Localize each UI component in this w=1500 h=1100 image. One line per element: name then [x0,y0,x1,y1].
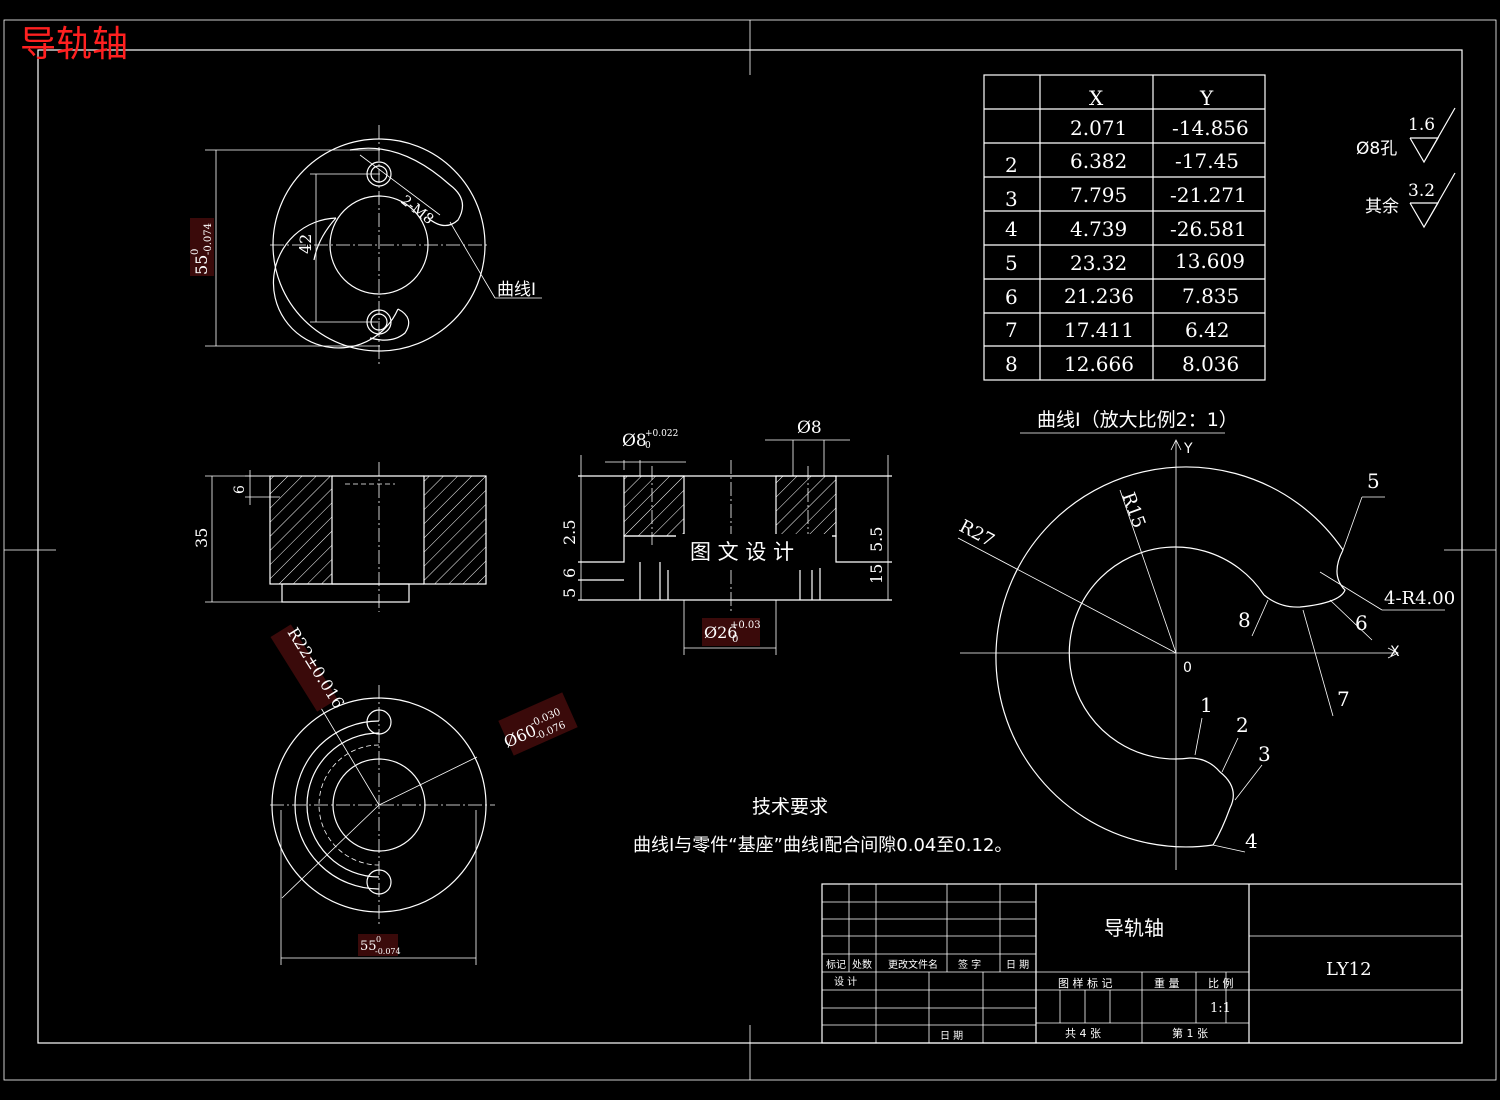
title-block: 标记 处数 更改文件名 签 字 日 期 设 计 日 期 导轨轴 LY12 图 样… [821,883,1463,1044]
table-row-5-y: 13.609 [1175,249,1245,273]
roughness-label-2: 其余 [1365,197,1399,217]
point-label-8: 8 [1238,608,1251,632]
inner-radius-label: R15 [1117,490,1149,531]
section-view-mid: Ø8 +0.022 0 Ø8 2.5 5 6 5.5 15 Ø26 +0.03 … [560,418,892,655]
mid-bore-dim: Ø26 [704,623,737,642]
table-row-6-n: 6 [1005,285,1018,309]
point-label-3: 3 [1258,742,1271,766]
table-row-8-x: 12.666 [1064,352,1134,376]
design-label: 设 计 [834,975,857,988]
top-width-tol-upper: 0 [190,249,201,255]
bottom-width-dim: 55 [360,939,377,954]
table-row-8-y: 8.036 [1182,352,1239,376]
table-row-6-x: 21.236 [1064,284,1134,308]
table-row-3-x: 7.795 [1070,183,1127,207]
coordinate-table: X Y 2.071 -14.856 2 6.382 -17.45 3 7.795… [983,74,1266,381]
table-row-7-y: 6.42 [1185,318,1230,342]
table-row-3-n: 3 [1005,187,1018,211]
mid-bore-tol-upper: +0.03 [730,620,761,631]
date-label: 日 期 [940,1030,963,1042]
roughness-symbols: Ø8孔 1.6 其余 3.2 [1356,107,1456,229]
table-row-4-n: 4 [1005,217,1018,241]
point-label-4: 4 [1245,829,1258,853]
rev-header-mark: 标记 [826,959,846,971]
axis-y-label: Y [1183,441,1193,457]
table-row-4-y: -26.581 [1170,217,1247,241]
roughness-symbol-1-icon [1409,107,1456,164]
roughness-value-1: 1.6 [1408,115,1435,135]
mid-right-dim-a: 5.5 [867,527,886,552]
table-row-5-x: 23.32 [1070,251,1127,275]
table-row-6-y: 7.835 [1182,284,1239,308]
table-header-y: Y [1199,86,1214,110]
weight-label: 重 量 [1154,976,1180,990]
table-row-4-x: 4.739 [1070,217,1127,241]
table-row-1-y: -14.856 [1172,116,1249,140]
table-row-7-x: 17.411 [1064,318,1134,342]
section-height-dim: 35 [192,528,211,548]
mid-left-dim-c: 6 [560,568,579,578]
table-row-2-y: -17.45 [1175,149,1239,173]
bottom-width-tol-upper: 0 [376,935,381,944]
point-label-1: 1 [1200,693,1213,717]
mid-hole-left-tol-upper: +0.022 [645,429,678,439]
part-name: 导轨轴 [1104,916,1164,940]
drawing-title: 导轨轴 [20,24,128,65]
sheets-total: 共 4 张 [1065,1027,1101,1040]
table-row-2-x: 6.382 [1070,149,1127,173]
roughness-symbol-2-icon [1409,172,1456,229]
roughness-value-2: 3.2 [1408,181,1435,201]
mid-hole-right-dim: Ø8 [797,418,822,438]
mid-left-dim-a: 2.5 [560,520,579,545]
scale-label: 比 例 [1208,976,1234,990]
rev-header-sign: 签 字 [958,958,981,971]
axis-x-label: X [1390,644,1400,660]
tech-req-text: 曲线I与零件“基座”曲线I配合间隙0.04至0.12。 [633,835,1012,856]
watermark: 图 文 设 计 [690,540,794,564]
point-label-5: 5 [1367,469,1380,493]
bottom-view: R22±0.016 Ø60 -0.030 -0.076 55 0 -0.074 [270,624,578,965]
point-label-7: 7 [1337,687,1350,711]
material: LY12 [1326,959,1372,980]
curve-label: 曲线I [497,280,536,300]
table-row-1-x: 2.071 [1070,116,1127,140]
section-view-left: 35 6 [192,462,487,612]
rev-header-date: 日 期 [1006,959,1029,971]
table-row-3-y: -21.271 [1170,183,1247,207]
stage-label: 图 样 标 记 [1058,976,1113,990]
point-label-2: 2 [1236,713,1249,737]
section-step-dim: 6 [232,485,248,494]
mid-hole-left-dim: Ø8 [622,431,647,451]
table-header-x: X [1089,86,1104,110]
mid-bore-tol-lower: 0 [732,634,738,645]
top-view: 55 0 -0.074 42 2-M8 曲线I [190,125,542,365]
drawing-frame [3,19,1497,1081]
roughness-label-1: Ø8孔 [1356,139,1397,159]
table-row-7-n: 7 [1005,318,1018,342]
curve-detail-view: 曲线I（放大比例2：1） Y X 0 R27 R15 4-R4.00 1 2 [956,409,1455,870]
mid-hole-left-tol-lower: 0 [645,441,651,451]
top-width-dim: 55 [192,255,211,275]
table-row-2-n: 2 [1005,153,1018,177]
bottom-width-tol-lower: -0.074 [375,947,401,956]
outer-radius-label: R27 [956,516,998,552]
table-row-5-n: 5 [1005,251,1018,275]
hole-spacing-dim: 42 [296,234,315,254]
top-width-tol-lower: -0.074 [203,223,214,255]
mid-left-dim-b: 5 [560,588,579,598]
fillet-note: 4-R4.00 [1384,588,1455,609]
table-row-8-n: 8 [1005,352,1018,376]
sheet-number: 第 1 张 [1172,1026,1208,1040]
tech-req-title: 技术要求 [752,796,828,818]
origin-label: 0 [1183,660,1192,676]
point-label-6: 6 [1355,611,1368,635]
curve-detail-title: 曲线I（放大比例2：1） [1037,409,1238,431]
technical-requirements: 技术要求 曲线I与零件“基座”曲线I配合间隙0.04至0.12。 [633,796,1012,856]
mid-right-dim-b: 15 [867,564,886,584]
rev-header-count: 处数 [852,958,872,971]
scale-value: 1:1 [1210,1001,1231,1016]
rev-header-doc: 更改文件名 [888,958,938,971]
